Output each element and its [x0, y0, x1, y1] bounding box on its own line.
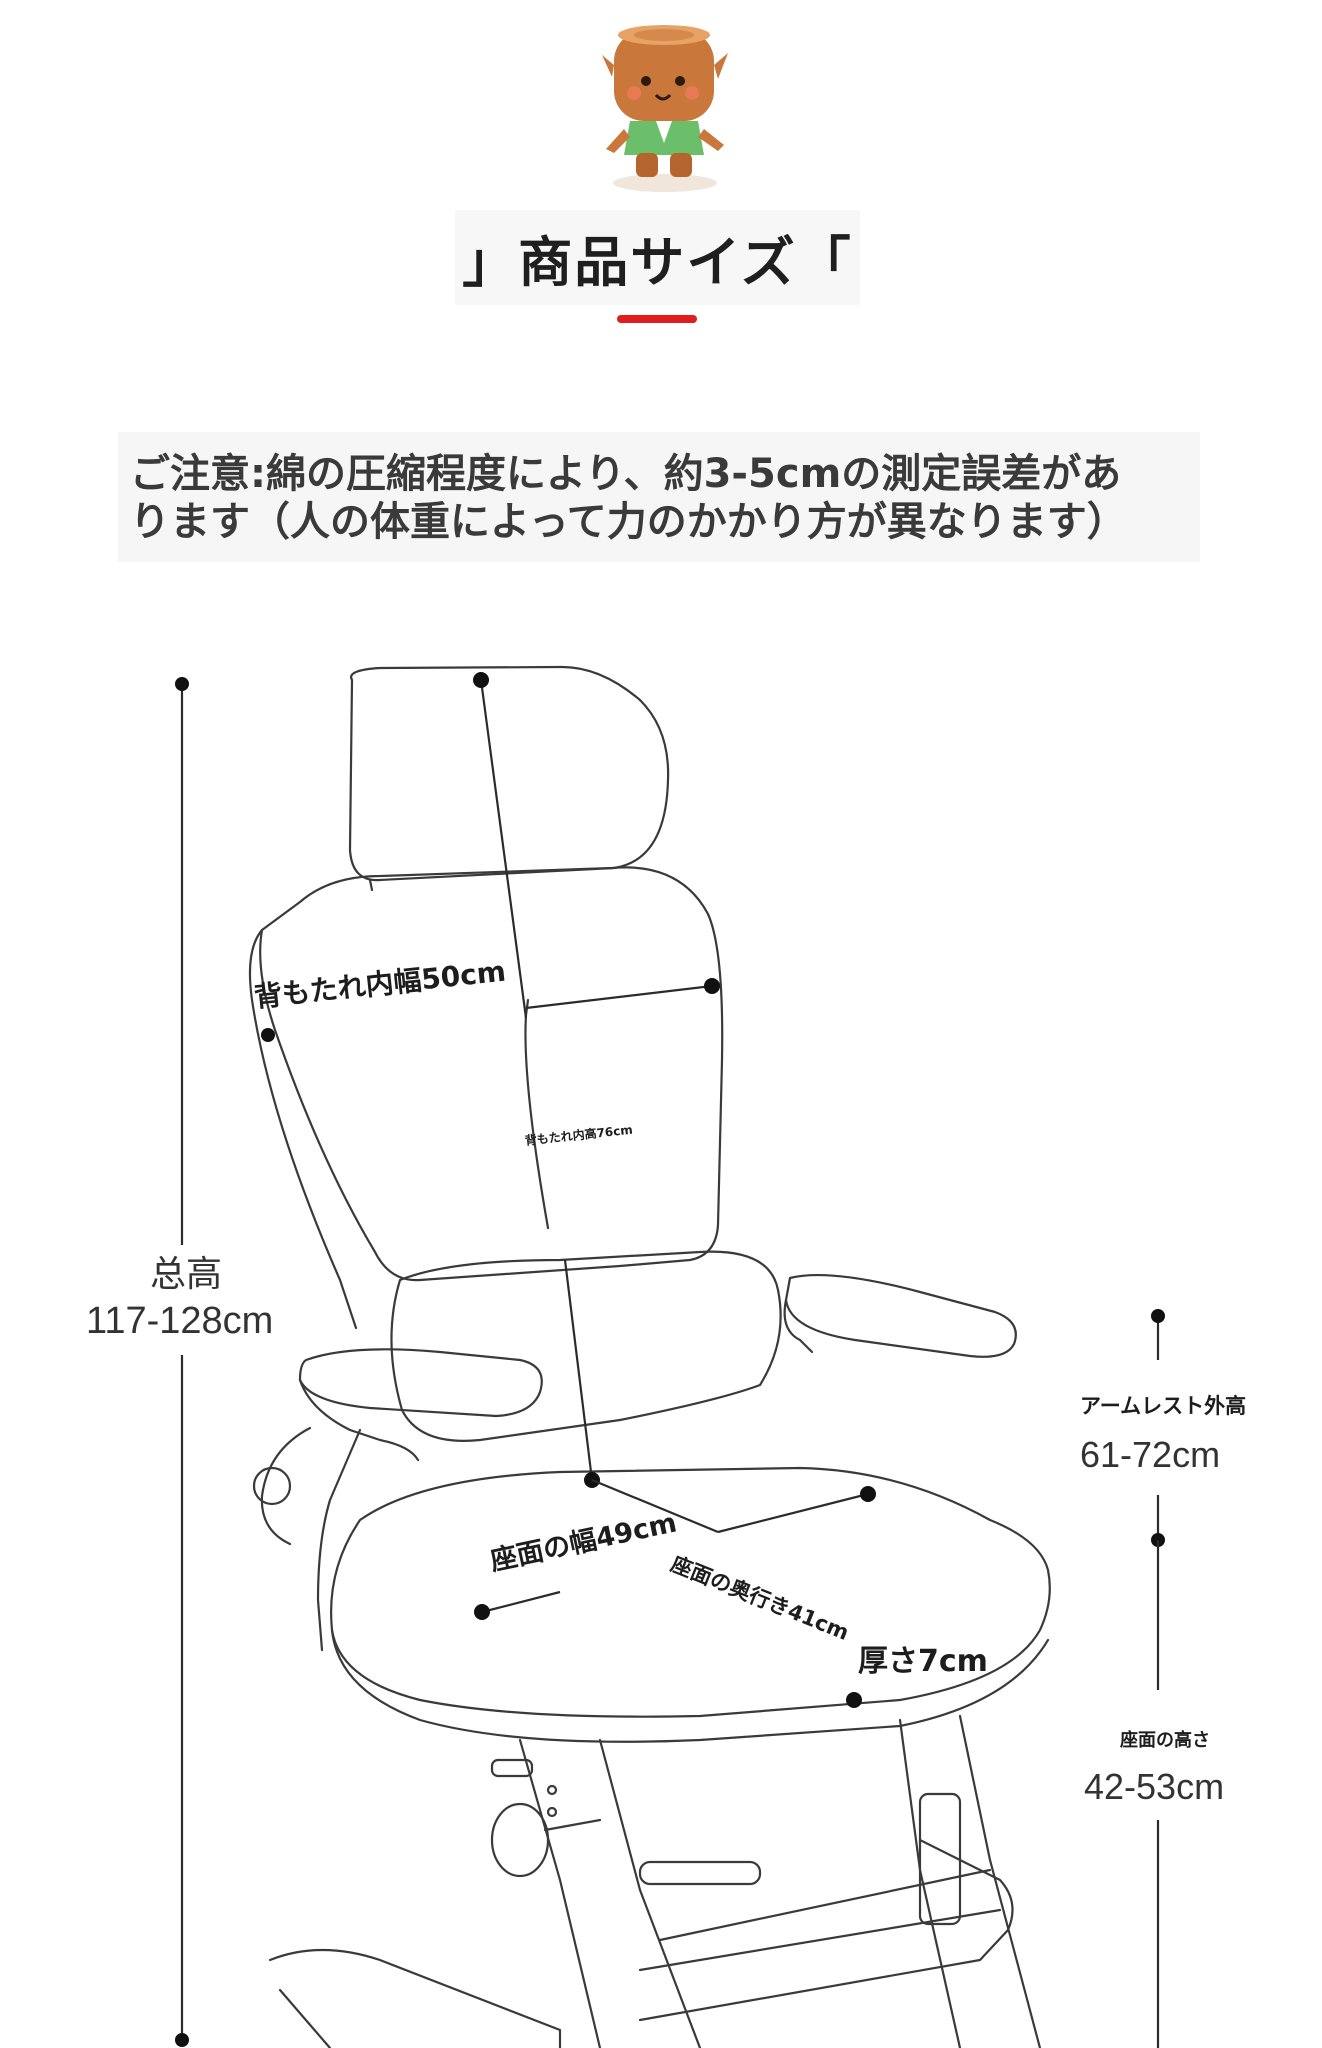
notice-text: ご注意:綿の圧縮程度により、約3-5cmの測定誤差があ ります（人の体重によって…	[130, 450, 1190, 546]
title-underline	[617, 315, 697, 323]
page-title: 」商品サイズ「	[462, 231, 853, 294]
seat-height-value: 42-53cm	[1084, 1766, 1225, 1807]
thickness-label: 厚さ7cm	[858, 1644, 988, 1679]
notice-box: ご注意:綿の圧縮程度により、約3-5cmの測定誤差があ ります（人の体重によって…	[118, 432, 1200, 562]
title-background: 」商品サイズ「	[455, 210, 860, 305]
seat-height-label: 座面の高さ	[1120, 1730, 1210, 1751]
notice-line-1: ご注意:綿の圧縮程度により、約3-5cmの測定誤差があ	[130, 451, 1122, 497]
total-height-label: 总高	[150, 1254, 223, 1295]
notice-line-2: ります（人の体重によって力のかかり方が異なります）	[130, 499, 1127, 545]
mascot-icon	[602, 25, 728, 192]
total-height-value: 117-128cm	[86, 1300, 274, 1342]
armrest-height-label: アームレスト外高	[1080, 1394, 1247, 1418]
chair-illustration	[175, 665, 1165, 2048]
armrest-height-value: 61-72cm	[1080, 1434, 1221, 1475]
